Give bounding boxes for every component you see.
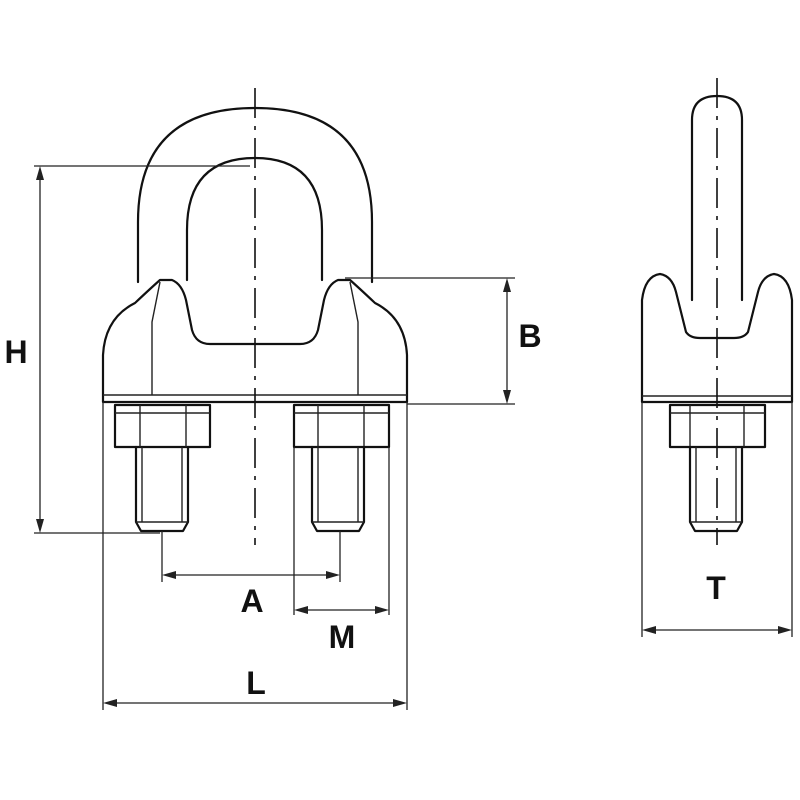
- label-b: B: [518, 318, 542, 354]
- dim-t-arrow-left: [642, 626, 656, 634]
- dim-t-arrow-right: [778, 626, 792, 634]
- side-thread: [688, 445, 744, 533]
- front-view: [101, 88, 409, 545]
- label-m: M: [328, 619, 356, 655]
- label-t: T: [706, 570, 726, 606]
- label-h: H: [4, 334, 28, 370]
- dim-h-arrow-bottom: [36, 519, 44, 533]
- right-nut: [292, 403, 391, 449]
- dimensions: [34, 165, 793, 710]
- dim-b-arrow-top: [503, 278, 511, 292]
- dim-l-arrow-right: [393, 699, 407, 707]
- dim-l-arrow-left: [103, 699, 117, 707]
- saddle-body: [101, 278, 409, 404]
- left-thread: [134, 445, 190, 533]
- dim-b-arrow-bottom: [503, 390, 511, 404]
- dim-a-arrow-right: [326, 571, 340, 579]
- label-a: A: [240, 583, 264, 619]
- dim-m-arrow-right: [375, 606, 389, 614]
- side-saddle: [640, 272, 794, 404]
- label-l: L: [246, 665, 266, 701]
- right-thread: [310, 445, 366, 533]
- dim-h-arrow-top: [36, 166, 44, 180]
- side-view: [640, 78, 794, 545]
- left-nut: [113, 403, 212, 449]
- dim-a-arrow-left: [162, 571, 176, 579]
- saddle-rib-right: [349, 281, 359, 395]
- dim-m-arrow-left: [294, 606, 308, 614]
- saddle-rib-left: [151, 281, 161, 395]
